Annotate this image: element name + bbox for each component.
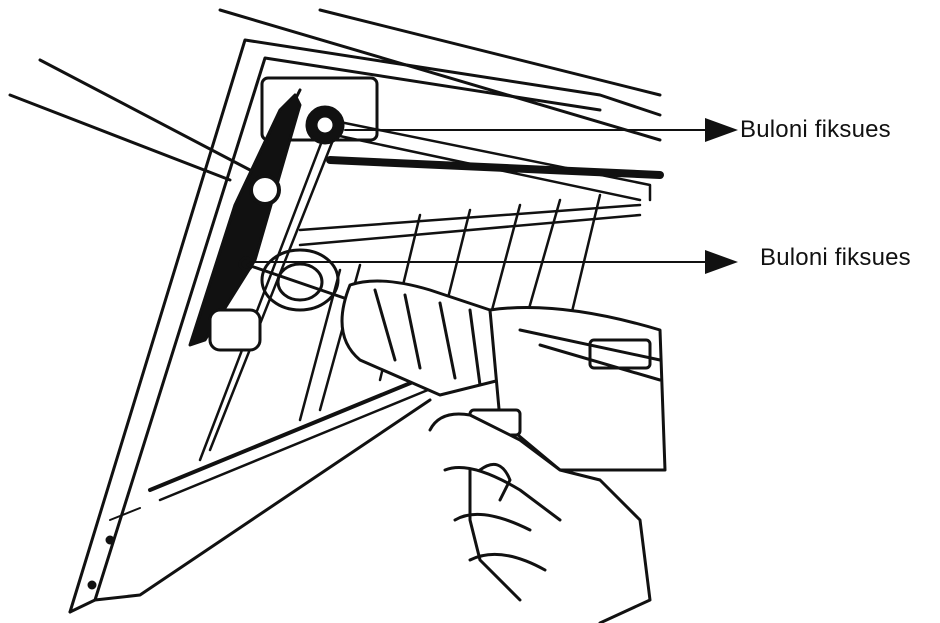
hinge-bracket — [188, 93, 302, 352]
arrow-right-icon — [705, 250, 738, 274]
hand-icon — [428, 412, 652, 623]
arrow-right-icon — [705, 118, 738, 142]
door-panel — [8, 8, 662, 614]
leader-arrows — [249, 129, 716, 263]
second-bolt — [238, 248, 340, 312]
fixing-bolt-icon — [260, 76, 379, 145]
callout-label-bottom: Buloni fiksues — [760, 244, 911, 271]
drill-icon — [246, 263, 667, 472]
arrowheads — [705, 118, 738, 274]
callout-label-top: Buloni fiksues — [740, 116, 891, 143]
